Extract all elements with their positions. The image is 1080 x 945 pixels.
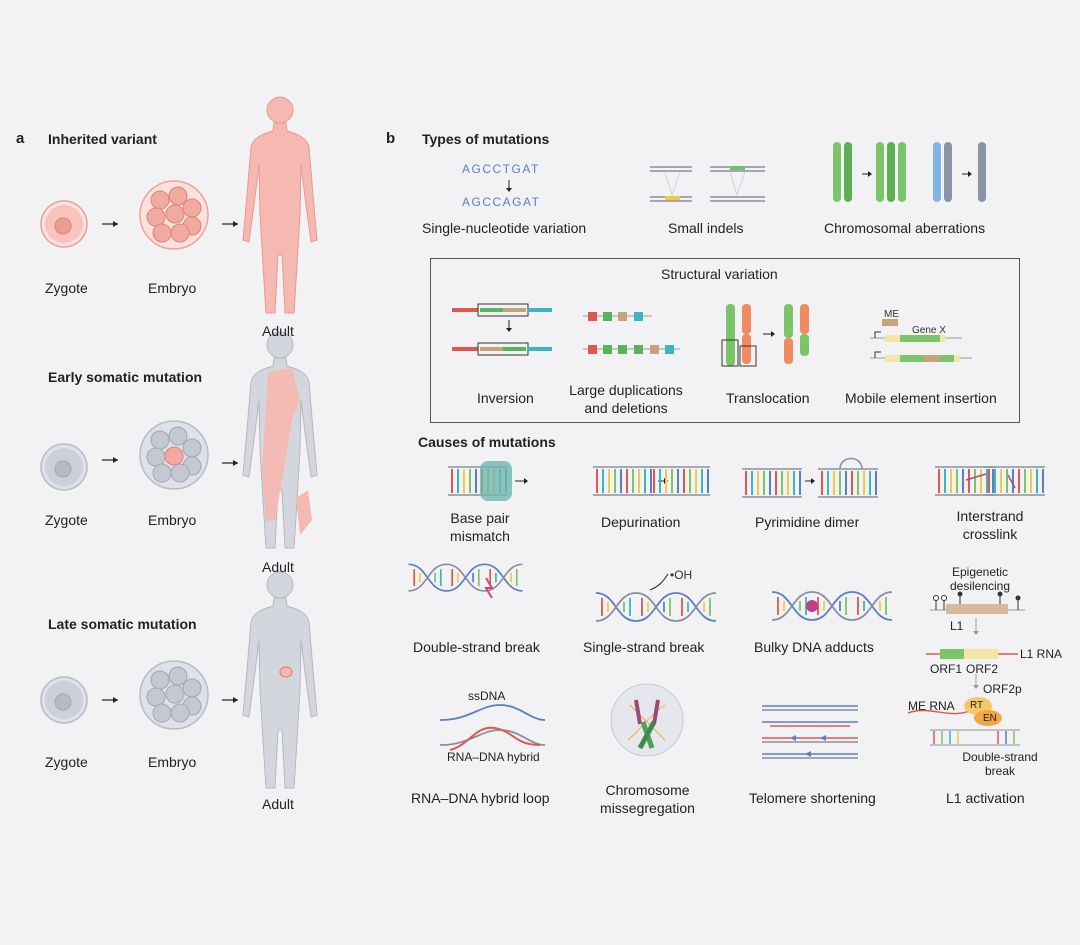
zygote-cell-2 xyxy=(40,443,88,491)
embryo-3 xyxy=(139,660,209,730)
crosslink-line-2: crosslink xyxy=(962,526,1018,542)
crosslink-label: Interstrand crosslink xyxy=(940,507,1040,543)
embryo-1 xyxy=(139,180,209,250)
mismatch-line-1: Base pair xyxy=(450,510,510,526)
chromosome-aberrations xyxy=(833,142,986,202)
epigenetic-label: Epigenetic desilencing xyxy=(925,565,1035,593)
missegregation-line-1: Chromosome xyxy=(605,782,690,798)
rt-tag: RT xyxy=(970,700,984,711)
panel-a-artwork xyxy=(40,96,318,789)
missegregation-line-2: missegregation xyxy=(600,800,695,816)
l1-activation-label: L1 activation xyxy=(946,790,1025,806)
en-tag: EN xyxy=(983,713,997,724)
oh-tag: •OH xyxy=(670,568,693,582)
small-indels-label: Small indels xyxy=(668,220,744,236)
mismatch-line-2: mismatch xyxy=(450,528,510,544)
panel-a-letter: a xyxy=(16,130,25,147)
dsb-l1-line-1: Double-strand xyxy=(962,750,1038,764)
orf1-tag: ORF1 xyxy=(930,662,963,676)
adult-label-1: Adult xyxy=(262,323,294,339)
late-somatic-title: Late somatic mutation xyxy=(48,616,197,632)
snv-seq-bottom: AGCCAGAT xyxy=(462,195,541,209)
orf2p-tag: ORF2p xyxy=(983,682,1022,696)
telomere-label: Telomere shortening xyxy=(749,790,876,806)
hybrid-tag: RNA–DNA hybrid xyxy=(447,750,540,764)
pyrimidine-label: Pyrimidine dimer xyxy=(755,514,860,530)
missegregation-label: Chromosome missegregation xyxy=(590,781,705,817)
orf2-tag: ORF2 xyxy=(966,662,999,676)
embryo-2 xyxy=(139,420,209,490)
gene-x-tag: Gene X xyxy=(912,325,946,336)
embryo-label-2: Embryo xyxy=(148,512,197,528)
dsb-l1-line-2: break xyxy=(984,764,1016,778)
snv-seq-top: AGCCTGAT xyxy=(462,162,540,176)
zygote-cell-1 xyxy=(40,200,88,248)
snv-label: Single-nucleotide variation xyxy=(422,220,587,236)
l1-rna-tag: L1 RNA xyxy=(1020,647,1063,661)
zygote-label-1: Zygote xyxy=(45,280,88,296)
dup-del-line-2: and deletions xyxy=(584,400,668,416)
dup-del-line-1: Large duplications xyxy=(569,382,683,398)
embryo-label-3: Embryo xyxy=(148,754,197,770)
depurination-label: Depurination xyxy=(601,514,681,530)
inherited-variant-title: Inherited variant xyxy=(48,131,157,147)
ssdna-tag: ssDNA xyxy=(468,689,506,703)
zygote-label-3: Zygote xyxy=(45,754,88,770)
ssb-label: Single-strand break xyxy=(583,639,705,655)
chromosomal-aberrations-label: Chromosomal aberrations xyxy=(824,220,986,236)
crosslink-line-1: Interstrand xyxy=(956,508,1024,524)
dsb-l1-label: Double-strand break xyxy=(960,750,1040,778)
adult-label-3: Adult xyxy=(262,796,294,812)
hybrid-loop-label: RNA–DNA hybrid loop xyxy=(411,790,550,806)
causes-of-mutations-title: Causes of mutations xyxy=(418,434,556,450)
adducts-label: Bulky DNA adducts xyxy=(754,639,874,655)
zygote-label-2: Zygote xyxy=(45,512,88,528)
translocation-label: Translocation xyxy=(726,390,810,406)
types-of-mutations-title: Types of mutations xyxy=(422,131,550,147)
early-somatic-title: Early somatic mutation xyxy=(48,369,203,385)
l1-tag: L1 xyxy=(950,619,964,633)
mismatch-label: Base pair mismatch xyxy=(430,509,530,545)
epigenetic-line-1: Epigenetic xyxy=(951,565,1009,579)
dsb-label: Double-strand break xyxy=(413,639,540,655)
dup-del-label: Large duplications and deletions xyxy=(560,381,692,417)
me-rna-tag: ME RNA xyxy=(908,699,955,713)
structural-variation-box xyxy=(430,258,1020,423)
epigenetic-line-2: desilencing xyxy=(949,579,1011,593)
adult-label-2: Adult xyxy=(262,559,294,575)
zygote-cell-3 xyxy=(40,676,88,724)
inversion-label: Inversion xyxy=(477,390,534,406)
mei-label: Mobile element insertion xyxy=(845,390,997,406)
me-tag: ME xyxy=(884,309,899,320)
panel-b-letter: b xyxy=(386,130,396,147)
structural-variation-title: Structural variation xyxy=(661,266,778,282)
embryo-label-1: Embryo xyxy=(148,280,197,296)
